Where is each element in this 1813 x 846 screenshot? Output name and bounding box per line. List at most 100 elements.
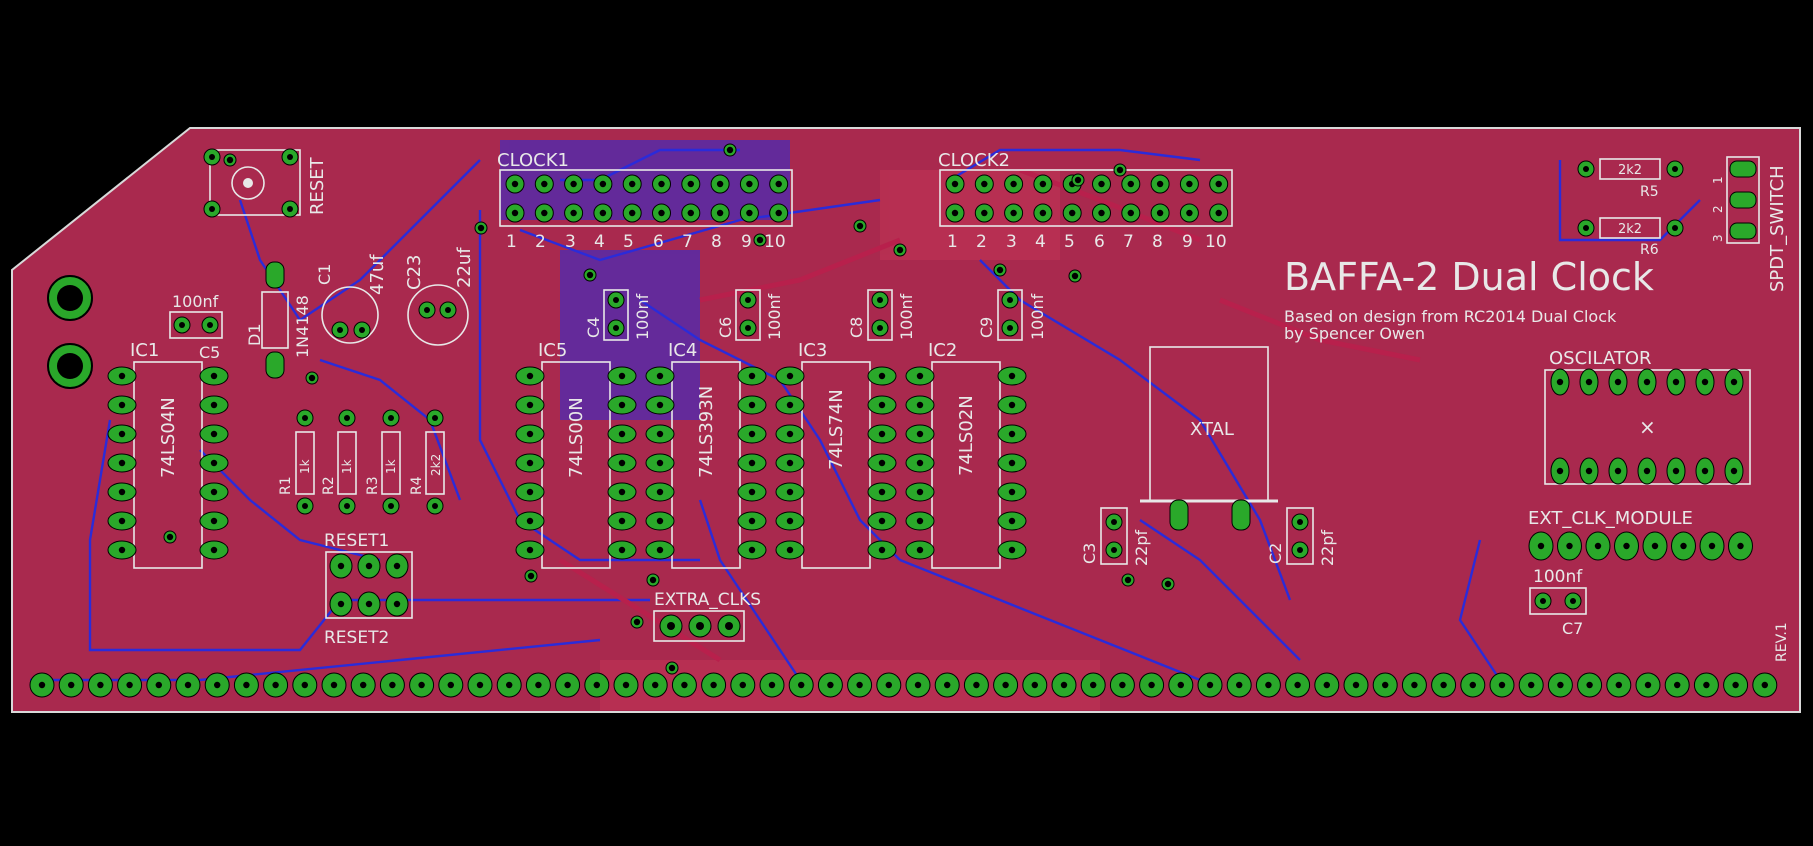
via-drill (1074, 176, 1082, 184)
edge-pad-drill (1440, 681, 1447, 689)
header-pad-drill (1127, 209, 1135, 217)
c1-ref: C1 (315, 264, 334, 285)
ext-clk-pad-drill (1708, 542, 1716, 550)
ic-pin-pad-drill (916, 372, 924, 380)
r6-footprint (1577, 217, 1684, 239)
edge-pad-drill (1236, 681, 1243, 689)
clock2-pin-number: 6 (1094, 232, 1105, 252)
ic-pin-pad-drill (618, 401, 626, 409)
ic-pin-pad-drill (916, 546, 924, 554)
r5-value: 2k2 (1618, 163, 1642, 178)
edge-pad-drill (1119, 681, 1126, 689)
ic-pin-pad-drill (878, 517, 886, 525)
ic-pin-pad-drill (748, 546, 756, 554)
ic3-ref: IC3 (798, 340, 827, 361)
via-drill (1164, 580, 1172, 588)
xtal-pad-left (1169, 499, 1189, 531)
ic-pin-pad-drill (878, 488, 886, 496)
edge-pad-drill (652, 681, 659, 689)
ic-pin-pad-drill (786, 546, 794, 554)
oscilator-pad-drill (1585, 378, 1593, 386)
c6-footprint (735, 289, 761, 341)
ic-pin-pad-drill (786, 372, 794, 380)
d1-value: 1N4148 (293, 295, 312, 358)
header-pad-drill (658, 180, 665, 188)
oscilator-pad-drill (1701, 467, 1709, 475)
ic-pin-pad-drill (210, 430, 218, 438)
header-pad-drill (1010, 180, 1017, 188)
ext-clk-label: EXT_CLK_MODULE (1528, 508, 1693, 529)
ic-pin-pad-drill (526, 459, 534, 467)
edge-pad-drill (1031, 681, 1039, 689)
oscilator-label: OSCILATOR (1549, 348, 1652, 369)
ic-pin-pads (107, 366, 1027, 560)
clock1-pin-number: 8 (711, 232, 722, 252)
header-pad-drill (658, 209, 665, 217)
c2-ref: C2 (1266, 543, 1285, 564)
ic-pin-pad-drill (786, 459, 794, 467)
revision-label: REV.1 (1774, 622, 1790, 662)
spdt-switch-footprint (1726, 156, 1760, 244)
oscilator-pad-drill (1585, 467, 1593, 475)
c7-footprint (1529, 587, 1587, 615)
edge-pad-drill (914, 681, 922, 689)
via-drill (226, 156, 234, 164)
header-pad-drill (1186, 209, 1193, 217)
edge-pad-drill (301, 681, 308, 689)
ic1-ref: IC1 (130, 340, 159, 361)
c5-value: 100nf (172, 292, 219, 311)
c8-footprint (867, 289, 893, 341)
header-pad-drill (687, 180, 694, 188)
header-pad-drill (1215, 209, 1222, 217)
ic-pin-pad-drill (1008, 488, 1016, 496)
edge-pad-drill (798, 681, 805, 689)
ic2-ref: IC2 (928, 340, 957, 361)
ic-pin-pad-drill (878, 372, 886, 380)
oscilator-pad-drill (1643, 467, 1651, 475)
jumper-pad-drill (365, 562, 373, 570)
c6-ref: C6 (716, 317, 735, 338)
r1-footprint (295, 409, 315, 515)
edge-pad-drill (476, 681, 484, 689)
resistor-bank-r1-r4 (295, 409, 445, 515)
reset1-label: RESET1 (324, 531, 389, 551)
clock2-pin-number: 4 (1035, 232, 1046, 252)
via-drill (1071, 272, 1079, 280)
header-pad-drill (541, 209, 548, 217)
clock2-pin-number: 8 (1152, 232, 1163, 252)
edge-pad-drill (330, 681, 338, 689)
edge-pad-drill (1674, 681, 1681, 689)
clock1-pin-number: 10 (764, 232, 786, 252)
edge-pad-drill (1528, 681, 1535, 689)
header-pad-drill (951, 180, 959, 188)
edge-pad-drill (944, 681, 951, 689)
ic-pin-pad-drill (878, 430, 886, 438)
c7-value: 100nf (1533, 567, 1583, 587)
ic-pin-pad-drill (210, 401, 218, 409)
header-pad-drill (746, 180, 753, 188)
edge-pad-drill (1265, 681, 1272, 689)
via-drill (633, 618, 641, 626)
edge-pad-drill (535, 681, 542, 689)
via-drill (1116, 166, 1124, 174)
edge-pad-drill (243, 681, 250, 689)
header-pad-drill (1039, 209, 1047, 217)
edge-pad-drill (1323, 681, 1331, 689)
header-pad-drill (1098, 180, 1105, 188)
edge-pad-drill (768, 681, 776, 689)
r4-value: 2k2 (429, 454, 443, 476)
board-subtitle-1: Based on design from RC2014 Dual Clock (1284, 307, 1617, 326)
r2-footprint (337, 409, 357, 515)
edge-pad-drill (38, 681, 46, 689)
ic-pin-pad-drill (618, 488, 626, 496)
c1-value: 47uf (367, 254, 388, 295)
r1-ref: R1 (278, 476, 294, 495)
ic-pin-pad-drill (656, 372, 664, 380)
edge-pad-drill (856, 681, 863, 689)
header-pad-drill (541, 180, 548, 188)
clock2-label: CLOCK2 (938, 150, 1010, 171)
header-pad-drill (599, 180, 607, 188)
oscilator-pad-drill (1556, 378, 1564, 386)
r1-value: 1k (298, 459, 312, 474)
edge-pad-drill (564, 681, 571, 689)
